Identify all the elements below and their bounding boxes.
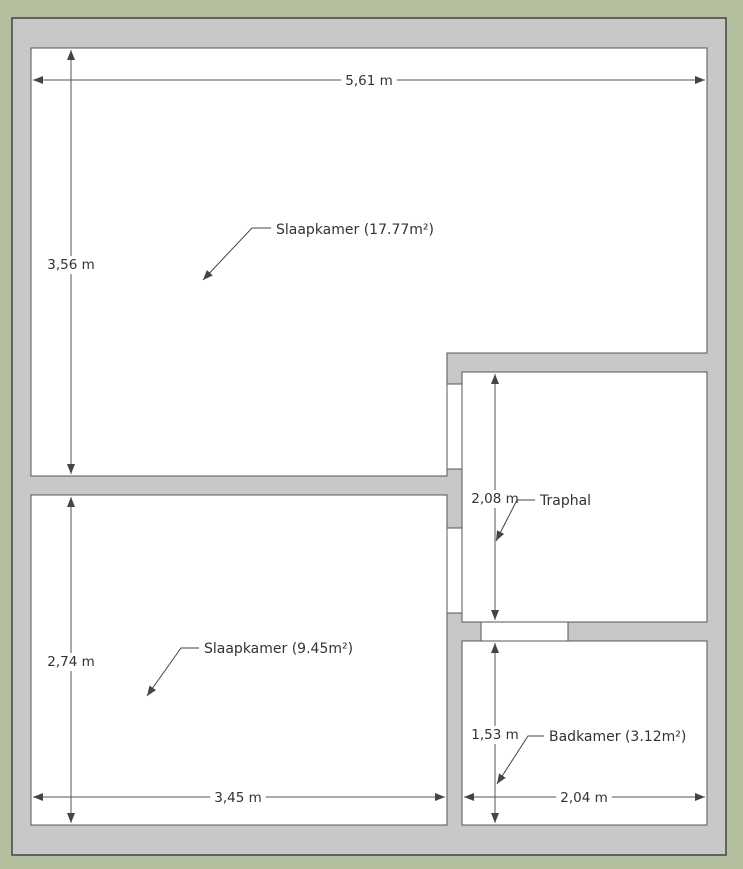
leader-badkamer [496, 735, 544, 785]
room-label-badkamer: Badkamer (3.12m²) [549, 729, 686, 745]
dim-label-traphal-height: 2,08 m [471, 491, 519, 507]
door-opening-1 [446, 383, 463, 470]
dim-label-slaapkamer1-height: 3,56 m [47, 257, 95, 273]
dim-label-background [467, 726, 523, 744]
dim-label-slaapkamer2-width: 3,45 m [214, 790, 262, 806]
dim-label-background [556, 789, 612, 807]
door-opening-3 [480, 621, 569, 642]
dim-label-background [467, 490, 523, 508]
dim-label-top-width: 5,61 m [345, 73, 393, 89]
dim-label-background [43, 653, 99, 671]
room-label-traphal: Traphal [539, 493, 591, 509]
room-label-slaapkamer-9: Slaapkamer (9.45m²) [204, 641, 353, 657]
dim-label-slaapkamer2-height: 2,74 m [47, 654, 95, 670]
room-label-slaapkamer-17: Slaapkamer (17.77m²) [276, 222, 434, 238]
room-slaapkamer-17[interactable] [30, 47, 708, 477]
dim-label-background [341, 72, 397, 90]
room-slaapkamer-9[interactable] [30, 494, 448, 826]
leader-traphal [495, 499, 535, 542]
dim-label-badkamer-width: 2,04 m [560, 790, 608, 806]
door-opening-2 [446, 527, 463, 614]
leader-slaapkamer-17 [202, 227, 271, 281]
leader-slaapkamer-9 [146, 647, 199, 697]
dim-label-badkamer-height: 1,53 m [471, 727, 519, 743]
dim-label-background [210, 789, 266, 807]
dim-label-background [43, 256, 99, 274]
